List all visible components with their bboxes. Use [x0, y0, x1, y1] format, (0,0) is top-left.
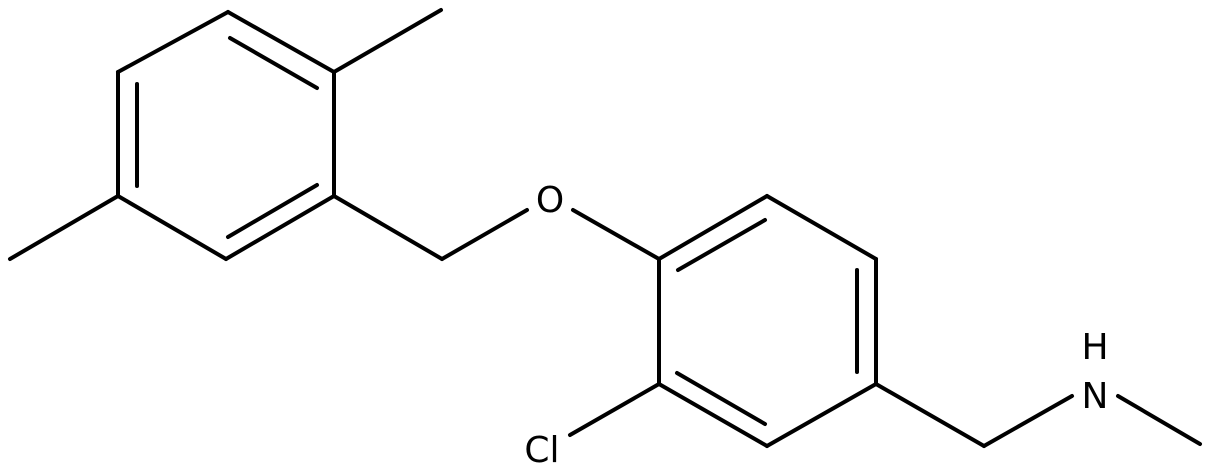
bond	[116, 194, 228, 261]
bond-nitrogen-methyl	[1116, 394, 1202, 446]
double-bond-inner	[226, 183, 319, 239]
dimethylphenyl-ring	[116, 10, 336, 261]
bond-ring-ch2	[874, 382, 986, 448]
bond	[657, 194, 769, 261]
chlorine-label: Cl	[524, 430, 559, 471]
bond	[226, 10, 336, 74]
oxygen-label: O	[536, 180, 564, 221]
bond-ring-chlorine	[568, 382, 661, 437]
double-bond-inner	[675, 371, 767, 426]
double-bond-inner	[228, 36, 319, 90]
bond-ch2-oxygen	[440, 208, 529, 261]
bond	[765, 382, 878, 448]
chlorophenyl-ring	[657, 194, 878, 448]
bond	[116, 10, 230, 74]
hydrogen-label: H	[1081, 327, 1108, 368]
bond	[224, 194, 336, 261]
bond-ring-ch2	[332, 194, 444, 261]
bond-ch2-nitrogen	[982, 394, 1074, 448]
methyl-bond-top	[332, 8, 443, 74]
bond	[657, 382, 769, 448]
double-bond-inner	[676, 218, 767, 272]
bond-oxygen-ring	[571, 208, 661, 261]
nitrogen-label: N	[1082, 376, 1109, 417]
bond	[765, 194, 878, 261]
methyl-bond-left	[8, 194, 120, 261]
